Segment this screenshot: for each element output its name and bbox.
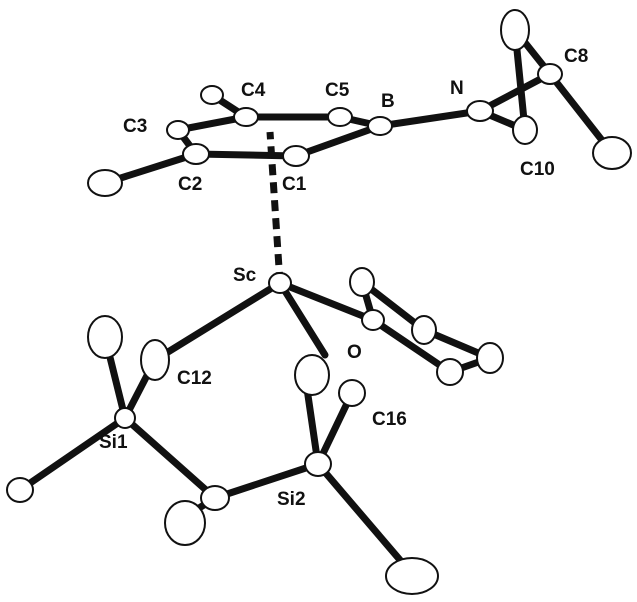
atom-o xyxy=(361,309,385,331)
atom-c10 xyxy=(512,115,538,145)
bond-b-n xyxy=(376,107,484,130)
atom-c16 xyxy=(338,379,366,407)
label-c5: C5 xyxy=(325,80,350,101)
label-b: B xyxy=(381,91,395,112)
label-c8: C8 xyxy=(564,46,588,67)
label-c10: C10 xyxy=(520,159,555,180)
label-c2: C2 xyxy=(178,174,202,195)
atom-c8-methyl-top xyxy=(500,9,530,51)
label-c16: C16 xyxy=(372,409,407,430)
atom-c2 xyxy=(182,143,210,165)
label-si2: Si2 xyxy=(277,489,306,510)
bond-si1-cbridge xyxy=(121,414,219,502)
atom-c8 xyxy=(537,63,563,85)
atom-c4 xyxy=(233,107,259,127)
atoms xyxy=(6,9,632,595)
atom-cbridge xyxy=(200,485,230,511)
label-o: O xyxy=(347,342,362,363)
atom-c1 xyxy=(282,145,310,167)
bonds xyxy=(16,26,616,578)
atom-thf-b xyxy=(411,315,437,345)
atom-si1-methyl-top xyxy=(87,315,123,359)
bond-cbridge-si2 xyxy=(211,460,322,502)
bond-c1-c2 xyxy=(192,150,300,160)
bond-si2-methyl-bottom xyxy=(314,460,416,578)
atom-cbridge-methyl xyxy=(164,500,206,546)
atom-c16-methyl xyxy=(294,354,330,396)
label-si1: Si1 xyxy=(99,432,128,453)
atom-thf-d xyxy=(436,358,464,386)
label-c3: C3 xyxy=(123,116,147,137)
atom-c5 xyxy=(327,107,353,127)
atom-thf-c xyxy=(476,342,504,374)
bond-n-c8 xyxy=(476,70,554,115)
label-n: N xyxy=(450,78,464,99)
atom-si2 xyxy=(304,451,332,477)
atom-sc xyxy=(268,272,292,294)
bond-sc-o xyxy=(276,279,377,324)
bond-sc-c16 xyxy=(276,279,329,359)
atom-n xyxy=(466,100,494,122)
bond-sc-ring-centroid xyxy=(266,131,284,284)
label-c1: C1 xyxy=(282,174,307,195)
bond-sc-c12 xyxy=(151,279,284,364)
atom-c2-methyl xyxy=(87,169,123,197)
atom-c8-methyl-right xyxy=(592,136,632,170)
atom-si2-methyl-bottom xyxy=(385,557,439,595)
label-c12: C12 xyxy=(177,368,212,389)
atom-c4-methyl xyxy=(200,85,224,105)
bond-si1-methyl-left xyxy=(16,414,129,494)
label-c4: C4 xyxy=(241,80,266,101)
atom-b xyxy=(367,116,393,136)
atom-c12 xyxy=(140,339,170,381)
atom-si1-methyl-left xyxy=(6,477,34,503)
label-sc: Sc xyxy=(233,265,257,286)
atom-labels: C4 C5 B N C8 C3 C10 C2 C1 Sc O C12 C16 S… xyxy=(99,46,588,510)
atom-c3 xyxy=(166,120,190,140)
bond-thf-d-o xyxy=(369,316,454,376)
atom-si1 xyxy=(114,407,136,429)
bond-b-c1 xyxy=(292,122,384,160)
atom-thf-a xyxy=(349,267,375,297)
